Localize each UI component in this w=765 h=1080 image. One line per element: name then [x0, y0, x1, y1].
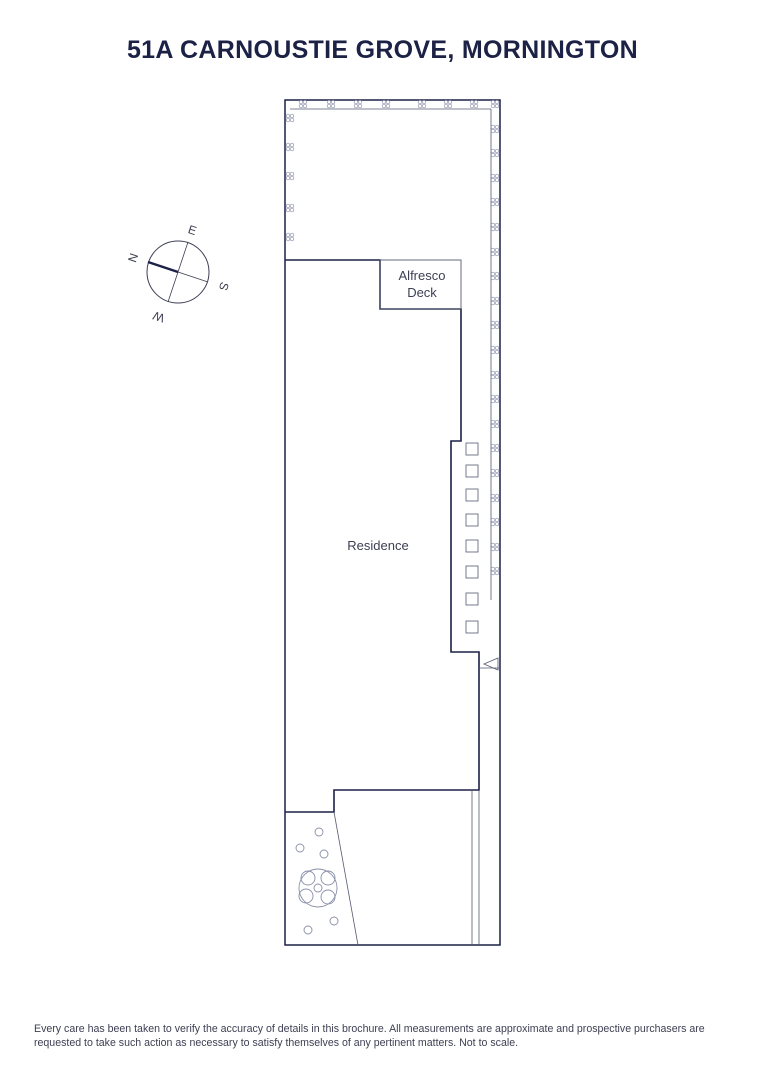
shrub-icon	[490, 345, 500, 355]
front-garden	[295, 827, 339, 935]
compass-n: N	[125, 251, 141, 264]
shrub-icon	[353, 99, 363, 109]
shrub-icon	[490, 271, 500, 281]
compass-north-needle	[147, 260, 179, 274]
shrub-icon	[490, 247, 500, 257]
shrub-icon	[490, 394, 500, 404]
hedge-shrubs	[285, 99, 500, 576]
shrub-icon	[285, 142, 295, 152]
shrub-icon	[285, 113, 295, 123]
alfresco-label: Alfresco	[399, 268, 446, 283]
shrub-icon	[490, 468, 500, 478]
shrub-icon	[417, 99, 427, 109]
shrub-icon	[490, 148, 500, 158]
compass-w: W	[151, 308, 167, 325]
shrub-icon	[490, 197, 500, 207]
shrub-icon	[490, 173, 500, 183]
shrub-icon	[381, 99, 391, 109]
shrub-icon	[443, 99, 453, 109]
shrub-icon	[285, 232, 295, 242]
residence-outline	[285, 259, 480, 813]
shrub-icon	[285, 171, 295, 181]
compass-e: E	[186, 222, 198, 238]
shrub-icon	[285, 203, 295, 213]
shrub-icon	[298, 99, 308, 109]
shrub-icon	[490, 419, 500, 429]
shrub-icon	[490, 493, 500, 503]
shrub-icon	[490, 124, 500, 134]
deck-label: Deck	[407, 285, 437, 300]
feature-tree-icon	[298, 868, 338, 908]
residence-label: Residence	[347, 538, 408, 553]
garden-edge	[333, 811, 359, 946]
shrub-icon	[490, 566, 500, 576]
utility-triangle-icon	[482, 657, 499, 671]
alfresco-deck	[379, 259, 462, 310]
shrub-icon	[490, 99, 500, 109]
shrub-icon	[326, 99, 336, 109]
shrub-icon	[490, 542, 500, 552]
shrub-icon	[490, 517, 500, 527]
compass-rose: N E S W	[125, 222, 232, 325]
shrub-icon	[490, 320, 500, 330]
compass-s: S	[216, 280, 232, 292]
shrub-icon	[490, 222, 500, 232]
shrub-icon	[469, 99, 479, 109]
stepping-stones	[465, 442, 479, 634]
shrub-icon	[490, 296, 500, 306]
lot-boundary	[284, 99, 501, 946]
site-plan: Alfresco Deck Residence N E S W	[125, 99, 501, 946]
page-title: 51A CARNOUSTIE GROVE, MORNINGTON	[126, 36, 639, 64]
shrub-icon	[490, 443, 500, 453]
disclaimer-text: Every care has been taken to verify the …	[34, 1023, 705, 1049]
shrub-icon	[490, 370, 500, 380]
